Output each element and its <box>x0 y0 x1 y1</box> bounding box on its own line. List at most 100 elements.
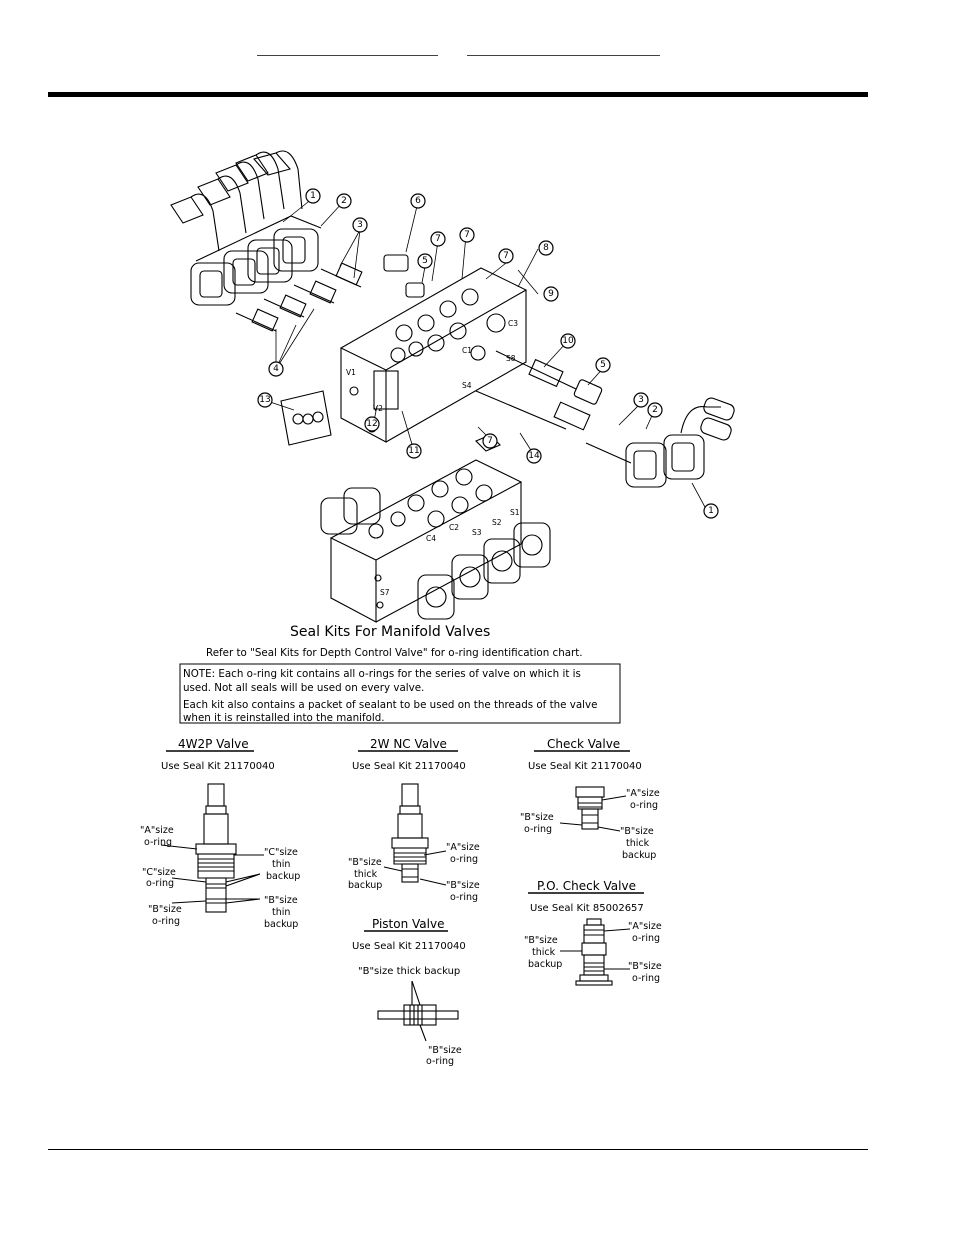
port-labels: V1 V2 C3 C1 S8 S4 C4 C2 S1 S2 S3 S7 <box>346 319 520 597</box>
note-box <box>179 663 621 724</box>
callout-7c: 7 <box>498 248 514 264</box>
valve-check-kit: Use Seal Kit 21170040 <box>528 761 642 772</box>
note-line-3: Each kit also contains a packet of seala… <box>183 699 597 711</box>
callout-3b: 3 <box>633 392 649 408</box>
valve-piston: Piston Valve Use Seal Kit 21170040 "B"si… <box>352 917 466 1067</box>
svg-text:o-ring: o-ring <box>450 854 478 865</box>
svg-text:"A"size: "A"size <box>626 788 660 799</box>
svg-text:"B"size: "B"size <box>428 1045 462 1056</box>
svg-text:backup: backup <box>266 871 300 882</box>
svg-text:"C"size: "C"size <box>264 847 298 858</box>
svg-text:1: 1 <box>310 191 316 201</box>
valve-piston-kit: Use Seal Kit 21170040 <box>352 941 466 952</box>
callout-8: 8 <box>538 240 554 256</box>
svg-text:S3: S3 <box>472 528 482 537</box>
callout-10: 10 <box>560 333 576 349</box>
svg-text:S1: S1 <box>510 508 520 517</box>
svg-text:o-ring: o-ring <box>144 837 172 848</box>
svg-text:"C"size: "C"size <box>142 867 176 878</box>
note-line-1: NOTE: Each o-ring kit contains all o-rin… <box>183 668 581 680</box>
valve-4w2p: 4W2P Valve Use Seal Kit 21170040 "A"size… <box>140 737 300 930</box>
svg-text:backup: backup <box>264 919 298 930</box>
svg-text:S7: S7 <box>380 588 390 597</box>
svg-text:"B"size: "B"size <box>264 895 298 906</box>
callout-7a: 7 <box>430 231 446 247</box>
svg-text:backup: backup <box>622 850 656 861</box>
svg-text:o-ring: o-ring <box>524 824 552 835</box>
svg-text:7: 7 <box>464 230 470 240</box>
callout-7b: 7 <box>459 227 475 243</box>
callout-13: 13 <box>257 392 273 408</box>
svg-text:"A"size: "A"size <box>446 842 480 853</box>
note-line-2: used. Not all seals will be used on ever… <box>183 682 424 694</box>
callout-7d: 7 <box>482 433 498 449</box>
valve-2w-nc: 2W NC Valve Use Seal Kit 21170040 "A"siz… <box>348 737 480 903</box>
callout-12: 12 <box>364 416 380 432</box>
footer-rule <box>48 1149 868 1150</box>
header-link-2[interactable] <box>467 46 660 56</box>
valve-po-check-kit: Use Seal Kit 85002657 <box>530 903 644 914</box>
callout-2a: 2 <box>336 193 352 209</box>
callout-5a: 5 <box>417 253 433 269</box>
svg-text:"A"size: "A"size <box>140 825 174 836</box>
svg-text:3: 3 <box>357 220 363 230</box>
exploded-view-drawing <box>170 150 735 623</box>
svg-text:2: 2 <box>341 196 347 206</box>
valve-piston-title: Piston Valve <box>372 917 444 931</box>
svg-text:backup: backup <box>348 880 382 891</box>
header-link-1[interactable] <box>257 46 438 56</box>
svg-text:11: 11 <box>408 446 419 456</box>
svg-text:thick: thick <box>532 947 556 958</box>
svg-text:thin: thin <box>272 859 290 870</box>
svg-text:"B"size: "B"size <box>524 935 558 946</box>
svg-text:V1: V1 <box>346 368 356 377</box>
valve-piston-top-label: "B"size thick backup <box>358 966 460 977</box>
svg-text:o-ring: o-ring <box>632 973 660 984</box>
valve-cartridges <box>235 254 425 332</box>
svg-text:o-ring: o-ring <box>630 800 658 811</box>
valve-po-check: P.O. Check Valve Use Seal Kit 85002657 "… <box>524 879 662 986</box>
svg-text:7: 7 <box>435 234 441 244</box>
svg-text:4: 4 <box>273 364 279 374</box>
callout-11: 11 <box>406 443 422 459</box>
svg-text:S2: S2 <box>492 518 502 527</box>
leader-lines <box>263 197 707 510</box>
right-valve-assembly <box>475 350 735 488</box>
upper-manifold-block <box>339 267 528 443</box>
svg-text:3: 3 <box>638 395 644 405</box>
seal-kits-title: Seal Kits For Manifold Valves <box>290 624 490 640</box>
callout-9: 9 <box>543 286 559 302</box>
callout-3a: 3 <box>352 217 368 233</box>
svg-text:"B"size: "B"size <box>446 880 480 891</box>
valve-4w2p-title: 4W2P Valve <box>178 737 249 751</box>
svg-text:C3: C3 <box>508 319 518 328</box>
svg-text:10: 10 <box>562 336 574 346</box>
svg-text:5: 5 <box>422 256 428 266</box>
seal-kits-refer: Refer to "Seal Kits for Depth Control Va… <box>206 647 583 659</box>
callout-5b: 5 <box>595 357 611 373</box>
coil-connectors <box>170 150 303 252</box>
manifold-parts-diagram: V1 V2 C3 C1 S8 S4 C4 C2 S1 S2 S3 S7 1 2 … <box>136 143 740 1075</box>
svg-text:S4: S4 <box>462 381 472 390</box>
svg-text:o-ring: o-ring <box>152 916 180 927</box>
svg-text:7: 7 <box>487 436 493 446</box>
callout-2b: 2 <box>647 402 663 418</box>
callout-1a: 1 <box>305 188 321 204</box>
svg-text:7: 7 <box>503 251 509 261</box>
svg-text:9: 9 <box>548 289 554 299</box>
svg-text:"A"size: "A"size <box>628 921 662 932</box>
svg-text:6: 6 <box>415 196 421 206</box>
svg-text:"B"size: "B"size <box>520 812 554 823</box>
valve-4w2p-kit: Use Seal Kit 21170040 <box>161 761 275 772</box>
svg-text:thin: thin <box>272 907 290 918</box>
valve-2w-nc-kit: Use Seal Kit 21170040 <box>352 761 466 772</box>
valve-po-check-title: P.O. Check Valve <box>537 879 636 893</box>
header-rule <box>48 92 868 97</box>
svg-text:backup: backup <box>528 959 562 970</box>
svg-text:S8: S8 <box>506 354 516 363</box>
svg-text:o-ring: o-ring <box>146 878 174 889</box>
seal-kit-decal <box>280 390 332 446</box>
svg-text:o-ring: o-ring <box>632 933 660 944</box>
lower-manifold-assembly <box>320 459 551 623</box>
svg-text:thick: thick <box>354 869 378 880</box>
